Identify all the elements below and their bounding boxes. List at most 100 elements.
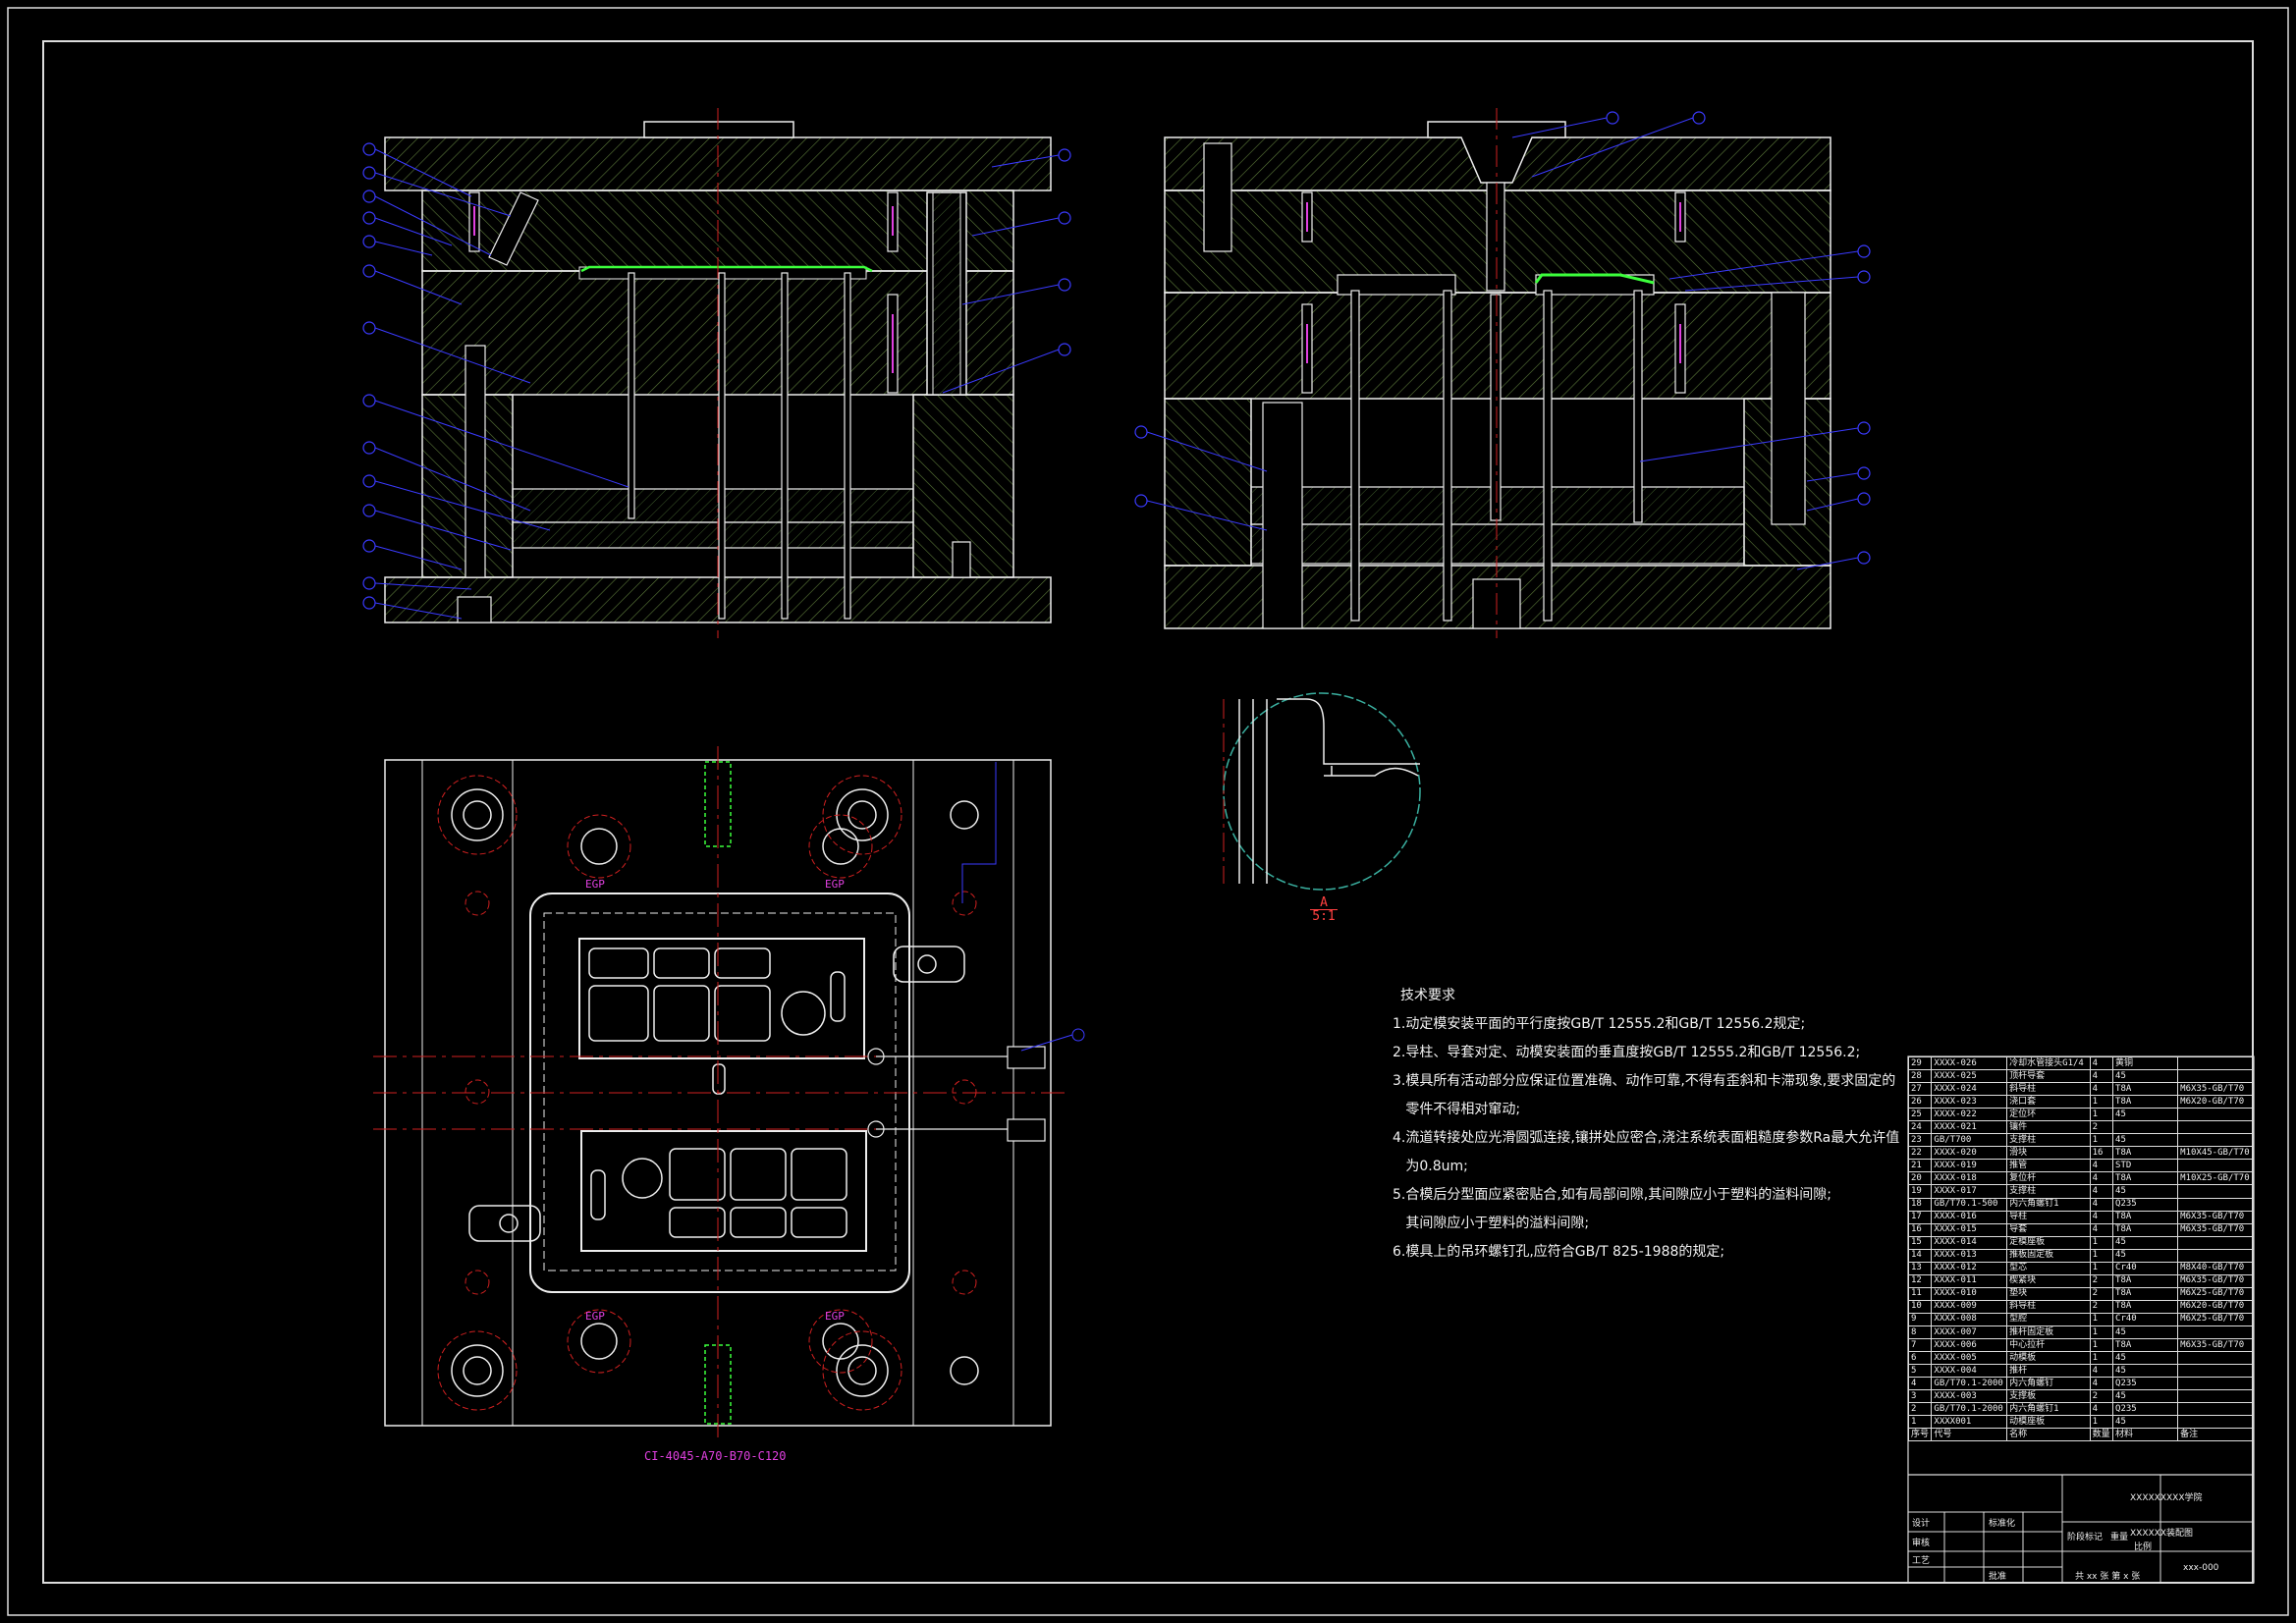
bom-cell xyxy=(2177,1235,2254,1250)
bom-cell: XXXX-012 xyxy=(1931,1261,2008,1275)
bom-cell xyxy=(2177,1159,2254,1173)
bom-cell: 动模板 xyxy=(2006,1351,2091,1366)
bom-header-cell: 序号 xyxy=(1907,1428,1933,1442)
bom-cell: Cr40 xyxy=(2112,1261,2179,1275)
title-block: XXXXXXXXX学院 XXXXXX装配图 xxx-000 共 xx 张 第 x… xyxy=(1908,1475,2254,1582)
detail-letter: A xyxy=(1320,895,1328,910)
bom-cell: 推板固定板 xyxy=(2006,1248,2091,1263)
bom-cell: XXXX-018 xyxy=(1931,1171,2008,1186)
bom-cell: M10X45-GB/T70 xyxy=(2177,1146,2254,1161)
bom-cell: 10 xyxy=(1907,1299,1933,1314)
bom-cell: XXXX-017 xyxy=(1931,1184,2008,1199)
bom-cell: M6X20-GB/T70 xyxy=(2177,1095,2254,1109)
bom-cell: 16 xyxy=(2089,1146,2114,1161)
bom-cell: 4 xyxy=(2089,1197,2114,1212)
note-line: 1.动定模安装平面的平行度按GB/T 12555.2和GB/T 12556.2规… xyxy=(1393,1016,1806,1032)
detail-label: A 5:1 xyxy=(1310,896,1338,923)
note-line: 5.合模后分型面应紧密贴合,如有局部间隙,其间隙应小于塑料的溢料间隙; xyxy=(1393,1187,1831,1203)
bom-cell: M6X20-GB/T70 xyxy=(2177,1299,2254,1314)
bom-cell: XXXX001 xyxy=(1931,1415,2008,1430)
bom-cell xyxy=(2177,1184,2254,1199)
bom-cell: XXXX-005 xyxy=(1931,1351,2008,1366)
stage-mark: 阶段标记 xyxy=(2067,1533,2104,1542)
title-block-lines xyxy=(1908,1475,2254,1583)
bom-cell: M6X25-GB/T70 xyxy=(2177,1286,2254,1301)
bom-cell xyxy=(2177,1120,2254,1135)
bom-cell: XXXX-025 xyxy=(1931,1069,2008,1084)
bom-cell: 5 xyxy=(1907,1364,1933,1379)
bom-cell: 29 xyxy=(1907,1055,1933,1071)
bom-cell: 9 xyxy=(1907,1312,1933,1326)
bom-cell: Q235 xyxy=(2112,1377,2179,1391)
bom-cell: 1 xyxy=(2089,1325,2114,1340)
bom-cell: 28 xyxy=(1907,1069,1933,1084)
bom-cell: 15 xyxy=(1907,1235,1933,1250)
bom-cell: 浇口套 xyxy=(2006,1095,2091,1109)
outer-frame xyxy=(7,7,2289,1616)
bom-cell: 斜导柱 xyxy=(2006,1082,2091,1097)
bom-cell xyxy=(2177,1377,2254,1391)
bom-cell: 4 xyxy=(2089,1184,2114,1199)
bom-cell: 2 xyxy=(2089,1389,2114,1404)
bom-cell: 支撑柱 xyxy=(2006,1133,2091,1148)
sheet-count: 共 xx 张 第 x 张 xyxy=(2075,1572,2141,1582)
school-name: XXXXXXXXX学院 xyxy=(2130,1493,2203,1503)
bom-cell: 19 xyxy=(1907,1184,1933,1199)
designer-label: 设计 xyxy=(1912,1519,1931,1529)
bom-cell: T8A xyxy=(2112,1082,2179,1097)
bom-cell: 6 xyxy=(1907,1351,1933,1366)
bom-cell: 18 xyxy=(1907,1197,1933,1212)
bom-cell: 1 xyxy=(2089,1095,2114,1109)
bom-cell: T8A xyxy=(2112,1273,2179,1288)
bom-cell: XXXX-020 xyxy=(1931,1146,2008,1161)
bom-cell: 7 xyxy=(1907,1338,1933,1353)
bom-cell: T8A xyxy=(2112,1146,2179,1161)
bom-cell: 导套 xyxy=(2006,1222,2091,1237)
bom-cell: M6X35-GB/T70 xyxy=(2177,1210,2254,1224)
bom-cell: 斜导柱 xyxy=(2006,1299,2091,1314)
note-line: 6.模具上的吊环螺钉孔,应符合GB/T 825-1988的规定; xyxy=(1393,1244,1725,1260)
bom-cell: 13 xyxy=(1907,1261,1933,1275)
bom-cell: GB/T70.1-2000 xyxy=(1931,1402,2008,1417)
checker-label: 审核 xyxy=(1912,1539,1931,1548)
bom-cell: Cr40 xyxy=(2112,1312,2179,1326)
bom-cell: T8A xyxy=(2112,1171,2179,1186)
bom-cell: XXXX-009 xyxy=(1931,1299,2008,1314)
bom-cell xyxy=(2177,1389,2254,1404)
bom-cell: 1 xyxy=(2089,1261,2114,1275)
bom-cell xyxy=(2177,1248,2254,1263)
bom-cell: 黄铜 xyxy=(2112,1055,2179,1071)
bom-cell: 45 xyxy=(2112,1325,2179,1340)
bom-cell: XXXX-023 xyxy=(1931,1095,2008,1109)
bom-cell: 1 xyxy=(2089,1133,2114,1148)
technical-notes: 技术要求 1.动定模安装平面的平行度按GB/T 12555.2和GB/T 125… xyxy=(1393,982,1942,1267)
bom-cell: 2 xyxy=(1907,1402,1933,1417)
inner-frame xyxy=(42,40,2254,1584)
bom-cell: 楔紧块 xyxy=(2006,1273,2091,1288)
bom-cell: XXXX-022 xyxy=(1931,1108,2008,1122)
bom-cell: 1 xyxy=(2089,1351,2114,1366)
egp-label: EGP xyxy=(825,1310,845,1323)
bom-cell: STD xyxy=(2112,1159,2179,1173)
bom-cell xyxy=(2177,1197,2254,1212)
bom-cell: XXXX-008 xyxy=(1931,1312,2008,1326)
bom-cell: 23 xyxy=(1907,1133,1933,1148)
bom-cell: GB/T70.1-2000 xyxy=(1931,1377,2008,1391)
bom-cell: M6X35-GB/T70 xyxy=(2177,1222,2254,1237)
bom-cell: 4 xyxy=(2089,1377,2114,1391)
bom-cell: 垫块 xyxy=(2006,1286,2091,1301)
bom-cell: M6X35-GB/T70 xyxy=(2177,1273,2254,1288)
bom-cell: XXXX-007 xyxy=(1931,1325,2008,1340)
bom-cell: 2 xyxy=(2089,1273,2114,1288)
